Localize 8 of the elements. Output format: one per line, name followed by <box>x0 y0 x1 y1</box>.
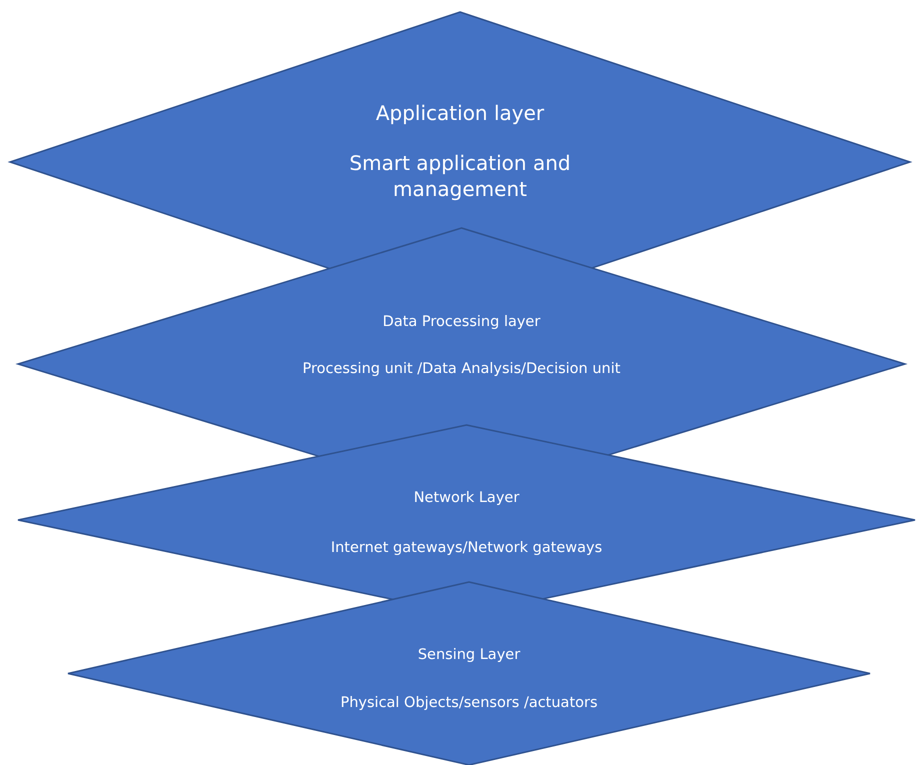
layer-heading: Network Layer <box>412 489 520 508</box>
layer-heading: Sensing Layer <box>416 646 522 665</box>
layer-description: Physical Objects/sensors /actuators <box>339 694 599 713</box>
layer-description: Smart application and management <box>348 150 572 202</box>
layer-description: Internet gateways/Network gateways <box>330 539 604 558</box>
layer-heading: Application layer <box>374 100 546 126</box>
layer-description: Processing unit /Data Analysis/Decision unit <box>302 360 622 379</box>
layer-heading: Data Processing layer <box>382 313 542 332</box>
